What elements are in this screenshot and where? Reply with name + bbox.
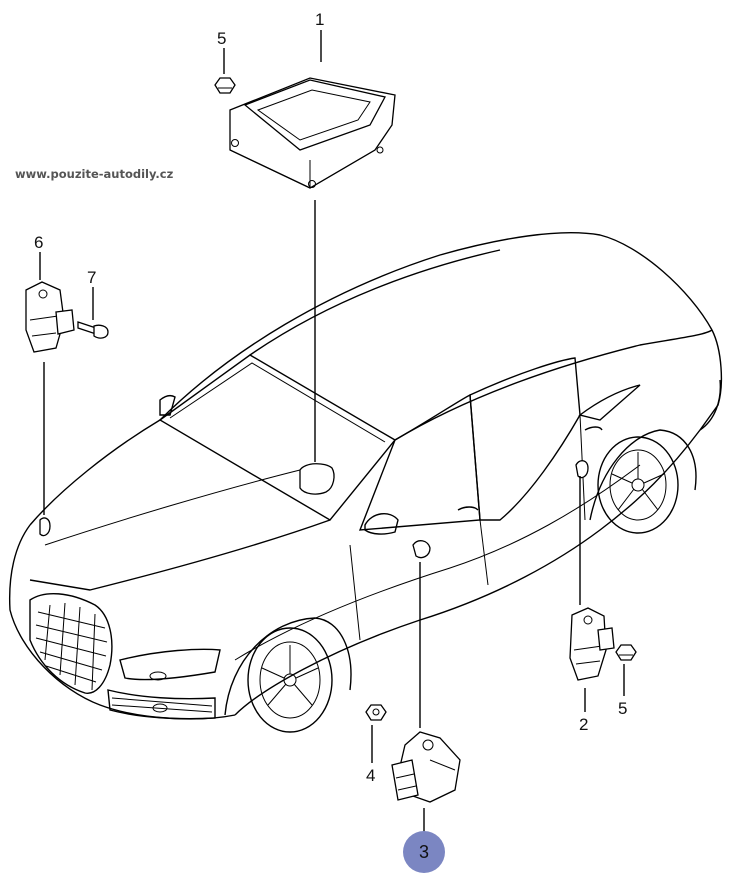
nut-part-5-top — [214, 77, 236, 94]
watermark: www.pouzite-autodily.cz — [15, 167, 174, 181]
nut-part-5-right — [615, 644, 637, 661]
callout-6[interactable]: 6 — [34, 233, 43, 252]
crash-sensor-part-2 — [569, 607, 615, 681]
callout-5-top[interactable]: 5 — [217, 29, 226, 48]
nut-part-4 — [365, 704, 387, 721]
callout-3-selected[interactable]: 3 — [403, 831, 445, 873]
car-illustration — [8, 232, 723, 733]
airbag-control-unit — [229, 77, 396, 189]
callout-5-right[interactable]: 5 — [618, 699, 627, 718]
callout-4[interactable]: 4 — [366, 766, 375, 785]
crash-sensor-part-6 — [25, 281, 75, 353]
callout-3[interactable]: 3 — [419, 842, 429, 862]
callout-7[interactable]: 7 — [87, 268, 96, 287]
callout-1[interactable]: 1 — [315, 10, 324, 29]
control-unit-mount-spot — [299, 463, 335, 495]
bolt-part-7 — [77, 321, 109, 339]
rear-sensor-mount-spot — [575, 460, 589, 479]
selection-highlight — [403, 831, 445, 873]
crash-sensor-part-3 — [391, 731, 461, 803]
leader-lines — [39, 30, 625, 838]
front-sensor-mount-spot — [39, 517, 51, 537]
side-sensor-mount-spot — [412, 540, 431, 559]
callout-2[interactable]: 2 — [579, 715, 588, 734]
